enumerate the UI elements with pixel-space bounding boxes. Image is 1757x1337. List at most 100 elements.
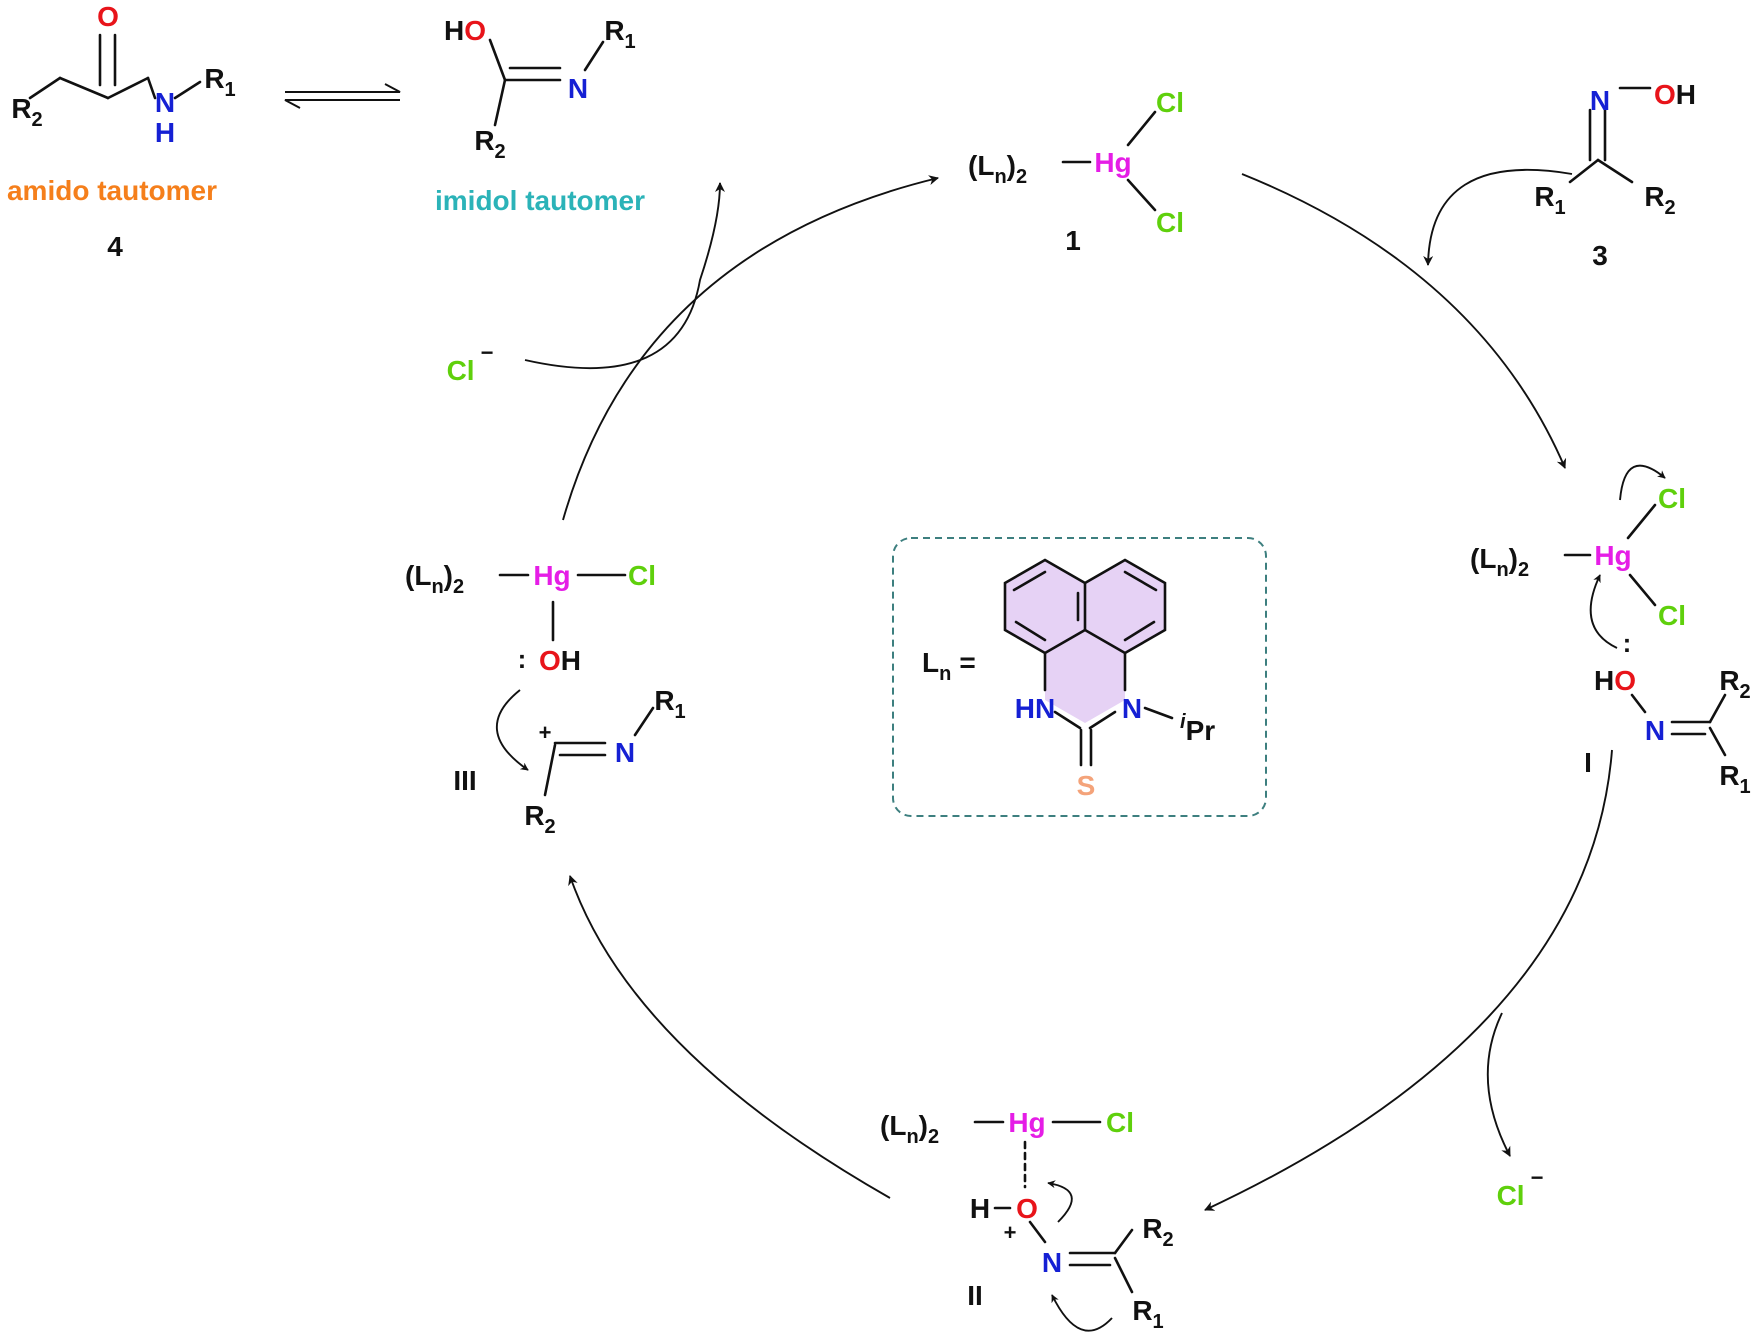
chloride-label: Cl: [628, 560, 656, 591]
bond: [493, 78, 507, 127]
intermediate-III-structure: + N R1 R2: [524, 685, 685, 838]
bond: [1630, 693, 1647, 714]
nitrogen-label: N: [1645, 715, 1665, 746]
cycle-arrow-I-to-II: [1204, 749, 1613, 1211]
bond: [1143, 706, 1174, 720]
intermediate-III-label: III: [453, 765, 476, 796]
amido-tautomer-structure: O R2 N H R1: [11, 1, 235, 148]
curved-electron-arrow: [1051, 1294, 1113, 1332]
nitrogen-label: N: [1042, 1247, 1062, 1278]
imidol-tautomer-structure: HO N R1 R2: [444, 15, 636, 163]
r2-label: R2: [524, 800, 555, 838]
ligand-label: (Ln)2: [405, 560, 464, 598]
ligand-definition-box: Ln= HN N iPr S: [892, 537, 1267, 817]
mercury-label: Hg: [1594, 540, 1631, 571]
mercury-label: Hg: [533, 560, 570, 591]
hydroxyl-label: HO: [1594, 665, 1636, 696]
bond: [1053, 710, 1082, 730]
positive-charge: +: [1004, 1220, 1017, 1245]
isopropyl-label: iPr: [1180, 711, 1215, 746]
bond: [1028, 1220, 1047, 1244]
aromatic-bond: [1123, 620, 1156, 642]
chloride-label: Cl: [1156, 87, 1184, 118]
chloride-label: Cl: [1106, 1107, 1134, 1138]
bond: [1113, 1256, 1134, 1294]
r1-label: R1: [1719, 760, 1750, 798]
cycle-arrow-1-to-I: [1241, 173, 1567, 469]
compound-3-label: 3: [1592, 240, 1608, 271]
curved-electron-arrow: [495, 689, 529, 771]
mercury-hydroxide-structure: (Ln)2 Hg Cl : OH: [405, 560, 656, 771]
chloride-label: Cl: [1156, 207, 1184, 238]
catalytic-cycle-arrows: [524, 168, 1613, 1211]
ligand-definition-label: Ln=: [922, 647, 976, 685]
r1-label: R1: [204, 63, 235, 101]
lone-pair: :: [1623, 628, 1632, 658]
compound-1-label: 1: [1065, 225, 1081, 256]
cycle-arrow-Hg-OH-to-1: [562, 175, 939, 521]
curved-electron-arrow: [1619, 464, 1666, 501]
bond: [1628, 573, 1657, 607]
sulfur-label: S: [1077, 770, 1096, 801]
ligand-box-border: [892, 537, 1267, 817]
amido-tautomer-label: amido tautomer: [7, 175, 217, 206]
forward-half-arrow: [285, 83, 401, 93]
r1-label: R1: [654, 685, 685, 723]
r2-label: R2: [1644, 181, 1675, 219]
r2-label: R2: [1719, 665, 1750, 703]
bond: [1113, 1228, 1134, 1255]
right-ring: [1083, 558, 1167, 655]
naphthalene-ring: [1003, 558, 1174, 767]
r1-label: R1: [604, 15, 635, 53]
bond: [543, 743, 557, 797]
compound-3-structure: N OH R1 R2: [1534, 79, 1696, 219]
bond: [633, 706, 655, 737]
chloride-label: Cl: [1658, 600, 1686, 631]
compound-4-label: 4: [107, 231, 123, 262]
bond: [1126, 110, 1157, 147]
bond: [1126, 178, 1157, 212]
ligand-label: (Ln)2: [968, 150, 1027, 188]
chloride-ion-label: Cl−: [447, 340, 494, 386]
chloride-release-arrow: [1486, 1012, 1511, 1157]
equilibrium-arrows: [284, 83, 401, 109]
nitrogen-label: N: [615, 737, 635, 768]
aromatic-bond: [1014, 620, 1047, 642]
positive-charge: +: [539, 720, 552, 745]
r1-label: R1: [1534, 181, 1565, 219]
bond: [488, 38, 507, 82]
curved-electron-arrow: [1047, 1180, 1073, 1223]
bond: [1708, 726, 1727, 757]
bond: [1708, 693, 1727, 724]
r2-label: R2: [1142, 1213, 1173, 1251]
oxygen-label: O: [1016, 1193, 1038, 1224]
bond: [58, 76, 110, 100]
bond: [146, 76, 157, 100]
chloride-attack-arrow: [524, 182, 725, 370]
aromatic-bond: [1123, 570, 1158, 592]
hydrogen-label: H: [155, 117, 175, 148]
intermediate-II-label: II: [967, 1280, 983, 1311]
compound-1-structure: (Ln)2 Hg Cl Cl: [968, 87, 1184, 238]
intermediate-II-structure: (Ln)2 Hg Cl H O + N R2 R1: [880, 1107, 1174, 1333]
bond: [583, 40, 605, 72]
hydrogen-label: H: [970, 1193, 990, 1224]
mercury-label: Hg: [1008, 1107, 1045, 1138]
chloride-label: Cl: [1658, 483, 1686, 514]
bond: [1626, 503, 1657, 540]
curved-electron-arrow: [1589, 574, 1618, 649]
bond: [1088, 710, 1117, 730]
r1-label: R1: [1132, 1295, 1163, 1333]
hydroxyl-label: OH: [1654, 79, 1696, 110]
bond: [28, 76, 62, 100]
bond: [1596, 158, 1634, 184]
r2-label: R2: [11, 93, 42, 131]
intermediate-I-structure: (Ln)2 Hg Cl Cl : HO N R2 R1: [1470, 464, 1751, 798]
nh-label: HN: [1015, 693, 1055, 724]
nitrogen-label: N: [568, 73, 588, 104]
ligand-label: (Ln)2: [880, 1110, 939, 1148]
imidol-tautomer-label: imidol tautomer: [435, 185, 645, 216]
bond: [173, 80, 202, 100]
ligand-label: (Ln)2: [1470, 543, 1529, 581]
